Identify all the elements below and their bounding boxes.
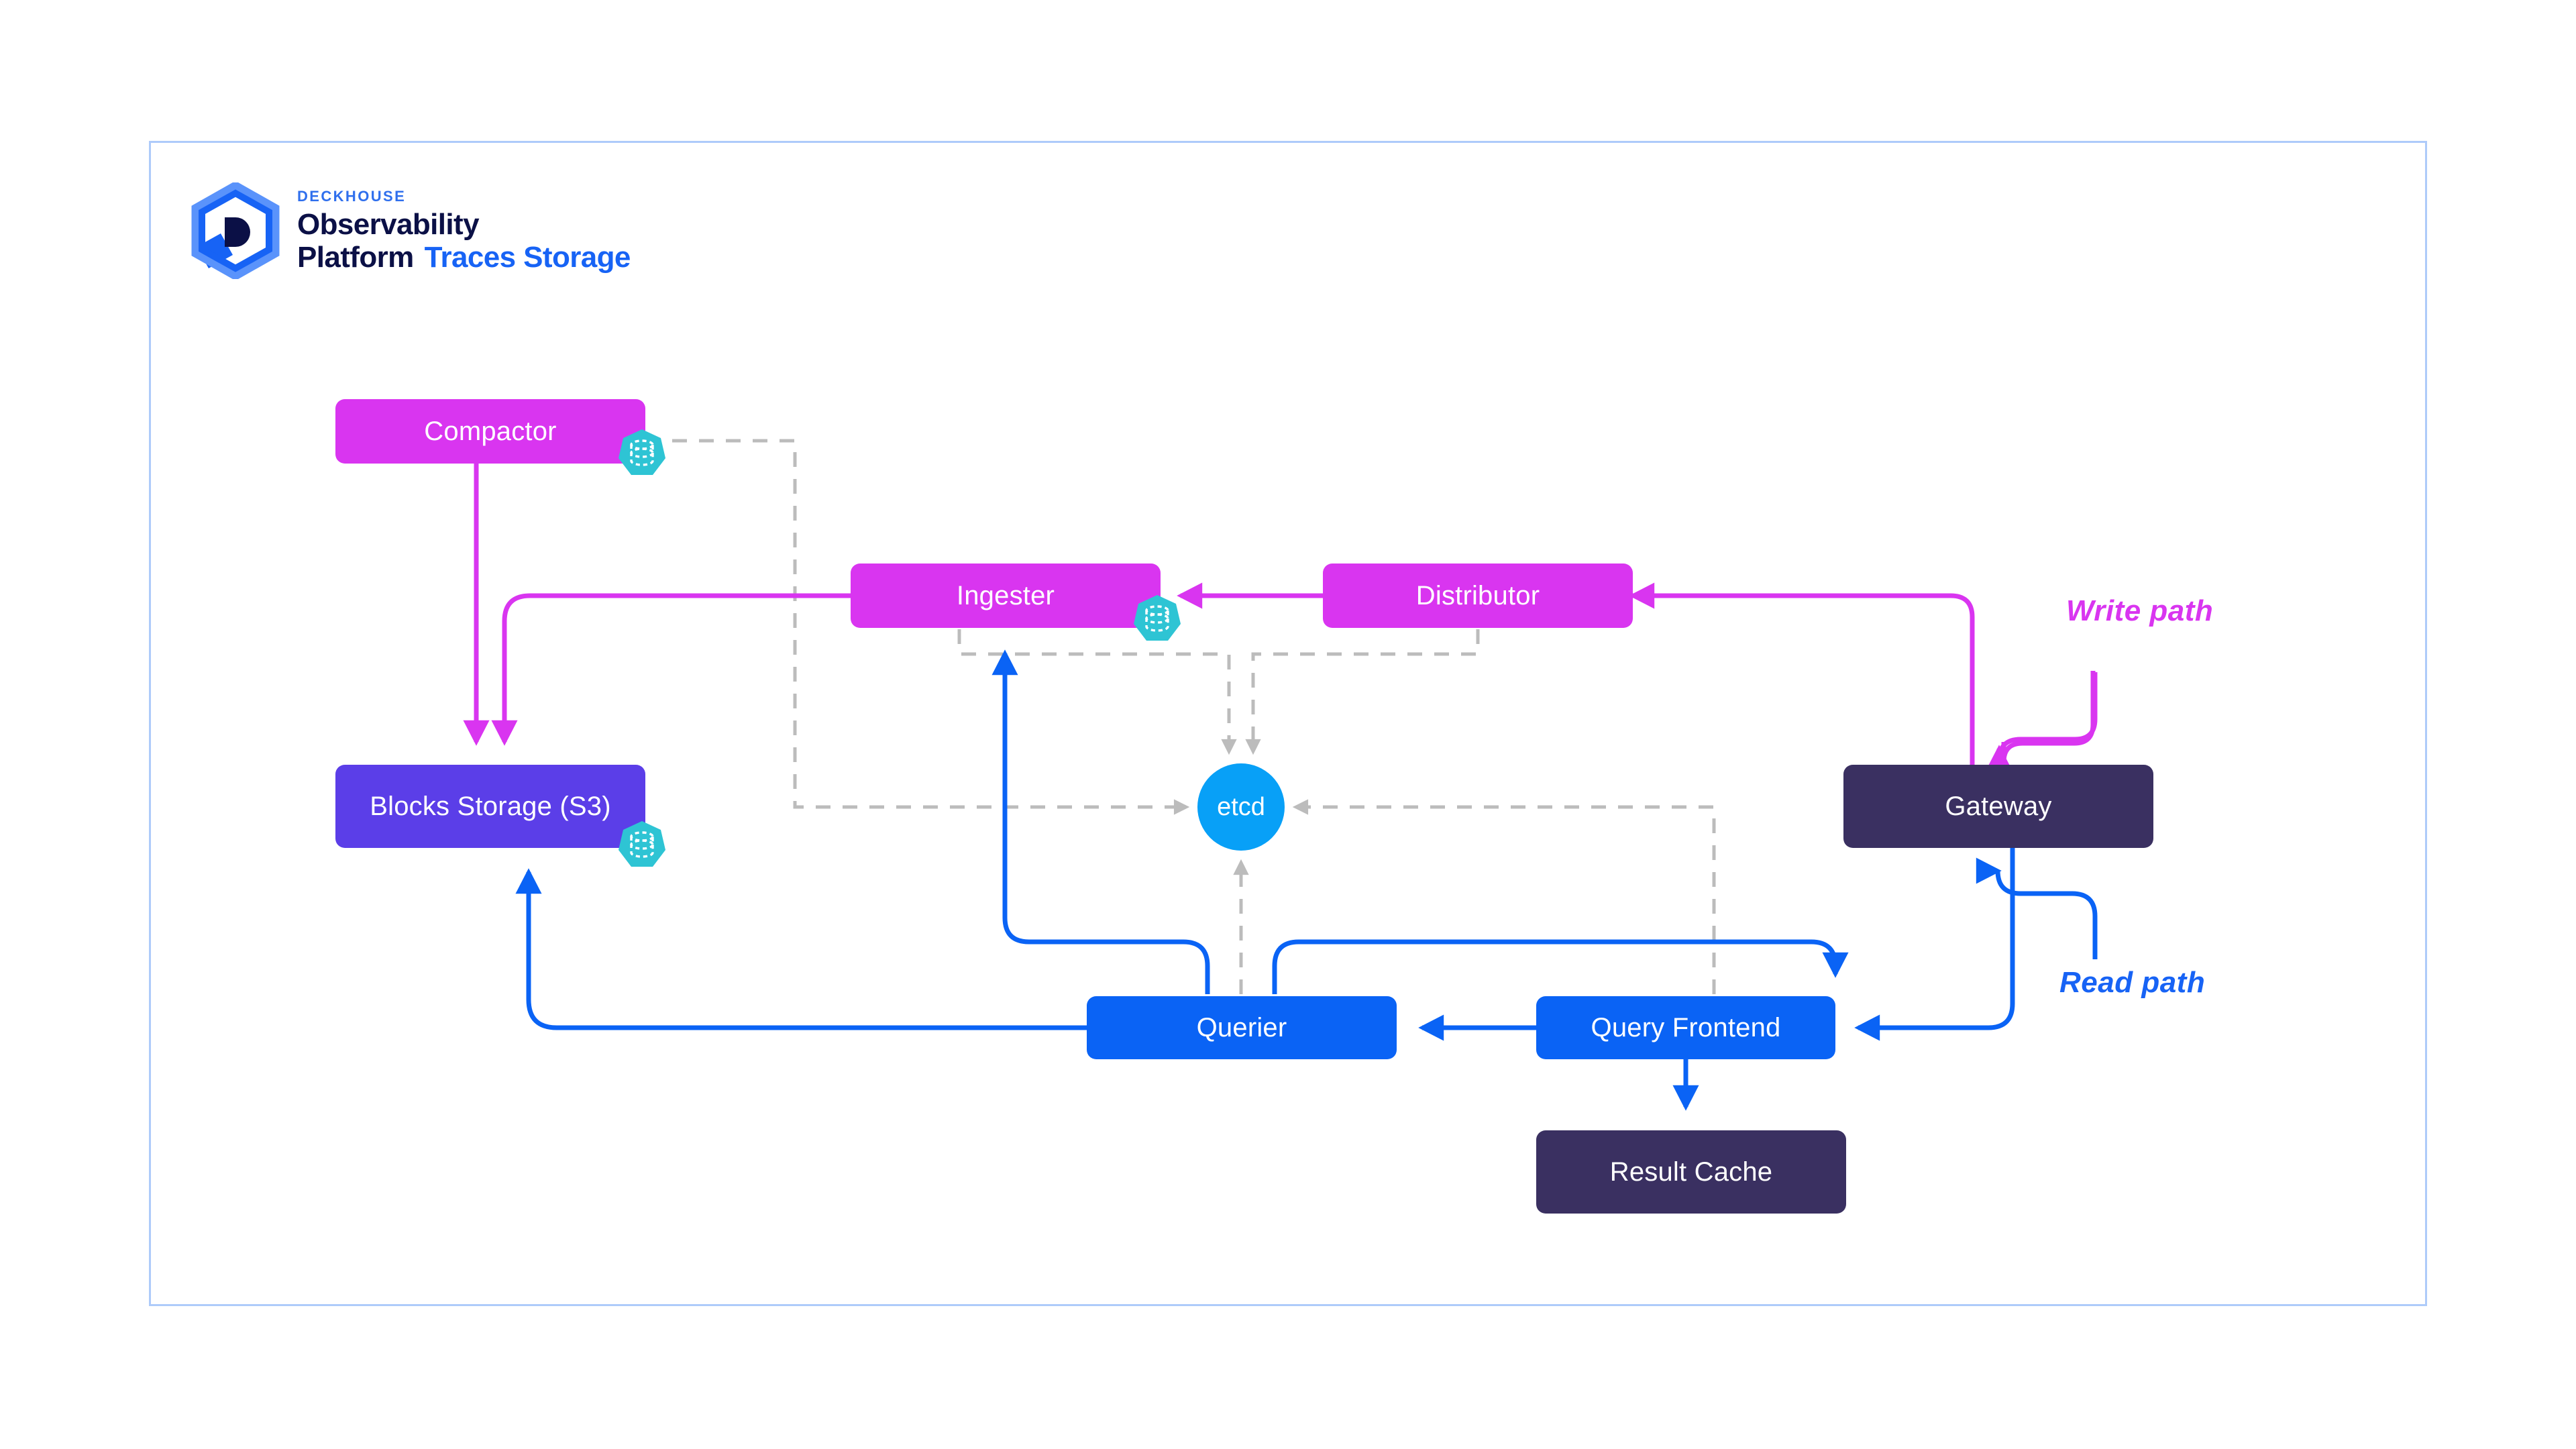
node-label: etcd [1217, 792, 1265, 821]
node-querier[interactable]: Querier [1087, 996, 1397, 1059]
brand-eyebrow: DECKHOUSE [297, 188, 407, 205]
node-distributor[interactable]: Distributor [1323, 564, 1633, 628]
brand-wordmark: DECKHOUSE Observability Platform Traces … [297, 189, 631, 272]
node-label: Gateway [1945, 791, 2052, 821]
storage-volume-badge-icon [617, 820, 667, 869]
deckhouse-hexagon-d-logo-icon [191, 180, 280, 281]
node-compactor[interactable]: Compactor [335, 399, 645, 464]
node-result-cache[interactable]: Result Cache [1536, 1130, 1846, 1214]
brand-line-2: Platform [297, 241, 414, 274]
storage-volume-badge-icon [617, 428, 667, 478]
node-label: Compactor [424, 416, 557, 446]
node-query-frontend[interactable]: Query Frontend [1536, 996, 1835, 1059]
storage-volume-badge-icon [1132, 594, 1182, 643]
brand-logo: DECKHOUSE Observability Platform Traces … [191, 180, 631, 281]
legend-read-path-label: Read path [2059, 966, 2206, 999]
node-etcd[interactable]: etcd [1197, 763, 1285, 851]
node-label: Blocks Storage (S3) [370, 791, 611, 821]
node-label: Querier [1196, 1012, 1287, 1042]
diagram-frame [149, 141, 2427, 1306]
brand-line-1: Observability [297, 208, 480, 241]
node-blocks-storage[interactable]: Blocks Storage (S3) [335, 765, 645, 848]
node-gateway[interactable]: Gateway [1843, 765, 2153, 848]
node-label: Distributor [1415, 580, 1540, 610]
node-label: Ingester [956, 580, 1055, 610]
node-ingester[interactable]: Ingester [851, 564, 1161, 628]
legend-write-path-label: Write path [2066, 594, 2214, 627]
node-label: Query Frontend [1591, 1012, 1781, 1042]
brand-product-name: Traces Storage [424, 241, 631, 274]
node-label: Result Cache [1609, 1157, 1773, 1187]
